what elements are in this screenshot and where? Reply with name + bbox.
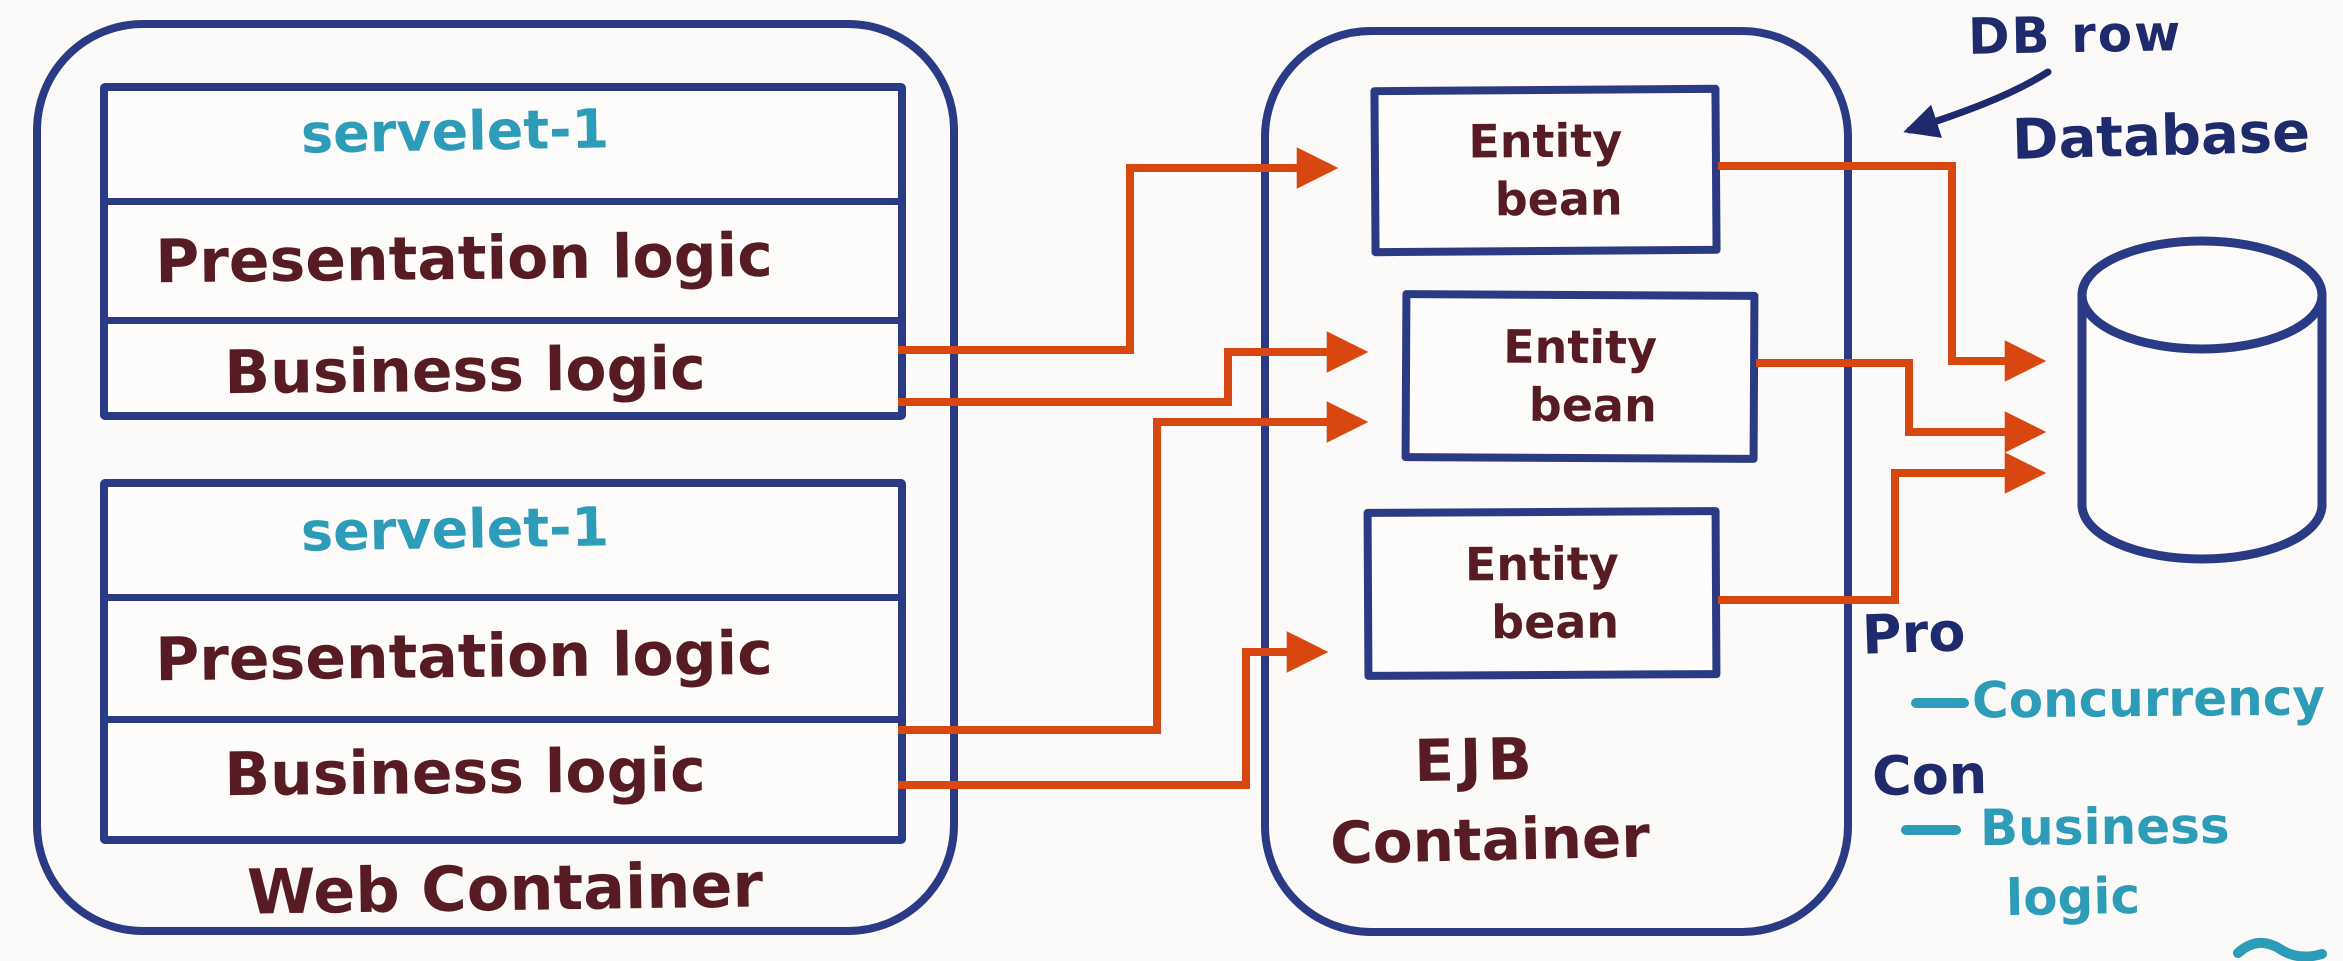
- con-item-business-logic-line2: logic: [2005, 866, 2141, 928]
- servlet2-business-logic-label: Business logic: [224, 735, 706, 811]
- con-heading: Con: [1871, 742, 1988, 809]
- entity-bean-3-label-line2: bean: [1491, 594, 1620, 649]
- con-item-business-logic-line1: Business: [1979, 796, 2230, 858]
- web-container-label: Web Container: [246, 848, 764, 929]
- db-row-annotation: DB row: [1967, 4, 2183, 66]
- entity-bean-2-label-line2: bean: [1528, 377, 1657, 432]
- servlet1-business-logic-label: Business logic: [224, 333, 706, 409]
- entity-bean-3: Entity bean: [1363, 507, 1721, 680]
- servlet-box-2: [100, 479, 906, 844]
- servlet1-presentation-logic-label: Presentation logic: [154, 220, 774, 298]
- entity-bean-1: Entity bean: [1370, 84, 1721, 257]
- servlet1-divider-bottom: [104, 317, 902, 324]
- arrow-servlet2-to-bean3: [898, 631, 1329, 789]
- entity-bean-1-label-line1: Entity: [1468, 113, 1623, 169]
- entity-bean-2-label-line1: Entity: [1503, 319, 1658, 375]
- entity-bean-3-label-line1: Entity: [1464, 536, 1619, 592]
- entity-bean-2: Entity bean: [1401, 290, 1759, 463]
- servlet1-title: servelet-1: [300, 97, 610, 166]
- servlet2-title: servelet-1: [300, 495, 610, 564]
- database-cylinder-icon: [2077, 236, 2327, 564]
- servlet2-divider-bottom: [104, 716, 902, 723]
- servlet1-divider-top: [104, 198, 902, 205]
- cutoff-writing-stroke: [2233, 938, 2327, 961]
- servlet2-divider-top: [104, 594, 902, 601]
- servlet2-presentation-logic-label: Presentation logic: [154, 618, 774, 696]
- pro-item-concurrency: Concurrency: [1971, 668, 2326, 730]
- database-label: Database: [2011, 100, 2311, 173]
- entity-bean-1-label-line2: bean: [1494, 170, 1623, 226]
- pro-heading: Pro: [1860, 600, 1967, 667]
- servlet-box-1: [100, 83, 906, 420]
- ejb-container-label-line1: EJB: [1413, 724, 1539, 796]
- ejb-container-label-line2: Container: [1329, 802, 1651, 878]
